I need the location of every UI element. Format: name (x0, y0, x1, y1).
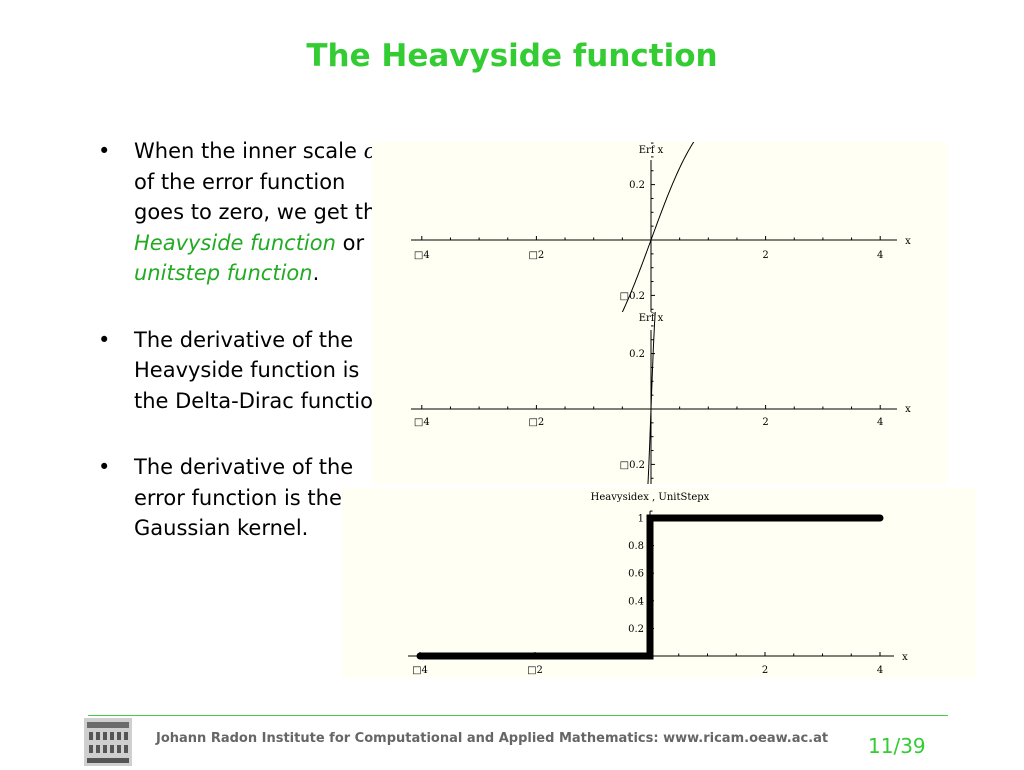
page-number: 11/39 (868, 734, 926, 758)
series-line (416, 514, 884, 660)
y-tick-label: 0.6 (628, 569, 644, 580)
heavyside-plot: □4 □2 2 4 1 0.8 0.6 0.4 0.2 Heavysidex , UnitStep… (342, 488, 976, 678)
bullet-text: When the inner scale (134, 139, 364, 163)
y-tick-label: 1 (638, 514, 644, 525)
chart-title: Erf x (639, 145, 664, 156)
bullet-text: or (335, 230, 365, 255)
y-tick-label: □0.2 (620, 460, 645, 471)
bullet-list: • When the inner scale σ of the error fu… (98, 136, 398, 580)
y-tick-label: 0.2 (629, 349, 645, 360)
bullet-dot: • (98, 455, 111, 479)
x-tick-label: □2 (528, 250, 544, 261)
x-tick-label: □4 (414, 417, 430, 428)
x-tick-label: 4 (877, 665, 883, 676)
series-line (621, 142, 695, 312)
bullet-item: • When the inner scale σ of the error fu… (98, 136, 398, 289)
x-tick-label: 2 (762, 417, 768, 428)
x-tick-label: 2 (762, 665, 768, 676)
chart-title: Heavysidex , UnitStepx (591, 492, 710, 503)
slide-title: The Heavyside function (306, 38, 718, 74)
x-tick-label: □2 (527, 665, 543, 676)
y-tick-label: 0.2 (629, 180, 645, 191)
y-tick-label: 0.4 (628, 596, 644, 607)
series-line (647, 312, 656, 484)
institute-logo (84, 718, 132, 766)
x-tick-label: □4 (412, 665, 428, 676)
y-tick-label: 0.2 (628, 624, 644, 635)
x-axis-label: x (905, 404, 911, 415)
y-tick-label: □0.2 (620, 291, 645, 302)
bullet-text: of the error function goes to zero, we g… (134, 169, 390, 225)
bullet-item: • The derivative of the error function i… (98, 452, 398, 544)
bullet-item: • The derivative of the Heavyside functi… (98, 325, 398, 417)
bullet-dot: • (98, 327, 111, 352)
bullet-text: . (312, 261, 320, 285)
x-tick-label: 4 (877, 417, 883, 428)
x-tick-label: 4 (877, 250, 883, 261)
bullet-dot: • (98, 139, 111, 163)
bullet-text: The derivative of the error function is … (134, 455, 354, 540)
x-axis-label: x (905, 236, 911, 247)
chart-title: Erf x (639, 313, 664, 324)
x-tick-label: □4 (414, 250, 430, 261)
unitstep-function-term: unitstep function (134, 261, 313, 285)
footer-divider (88, 715, 948, 716)
footer-text: Johann Radon Institute for Computational… (156, 731, 829, 746)
bullet-text: The derivative of the Heavyside function… (134, 327, 393, 413)
x-axis-label: x (902, 652, 908, 663)
x-tick-label: □2 (528, 417, 544, 428)
y-tick-label: 0.8 (628, 541, 644, 552)
x-tick-label: 2 (762, 250, 768, 261)
heavyside-function-term: Heavyside function (134, 230, 336, 255)
